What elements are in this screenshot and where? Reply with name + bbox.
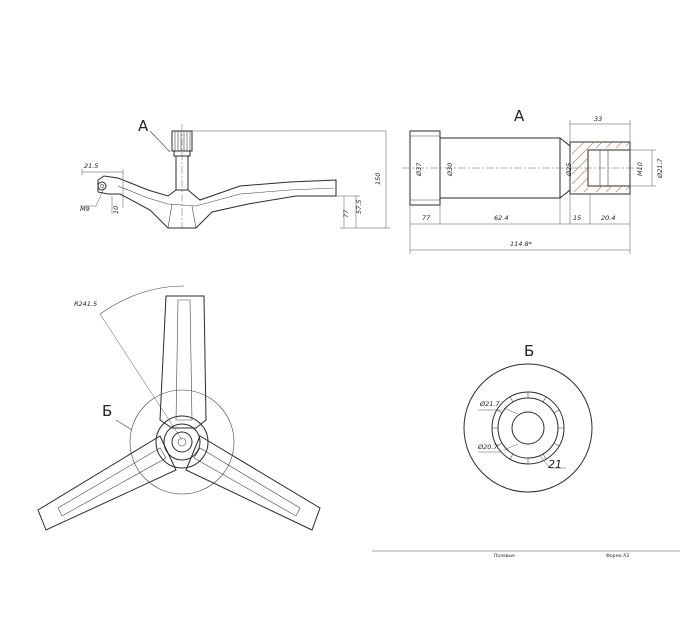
radius-leader (99, 313, 183, 441)
spline-lines (174, 131, 191, 151)
detail-callout-leader (115, 419, 133, 431)
dim-phi217-detail-text: Ø21.7 (479, 400, 500, 408)
dim-77-575-lines (336, 195, 360, 228)
title-block-edge: Полевые Форма А3 (372, 550, 680, 559)
arm-top (159, 295, 207, 429)
arm-inner-edge (117, 185, 335, 207)
detail-title: Б (524, 342, 534, 360)
section-hatch (571, 141, 631, 193)
detail-view: Б Ø21.7 Ø20.7 21 (463, 342, 593, 493)
detail-callout-letter: Б (102, 402, 112, 420)
dim-215-lines (81, 169, 124, 208)
left-bolt-hole (100, 184, 104, 188)
detail-outer-ring (463, 363, 593, 493)
dim-150-lines (192, 130, 390, 229)
dim-phi217-lines (630, 149, 656, 187)
dim-33-text: 33 (594, 115, 602, 123)
hub-edges (167, 203, 197, 229)
radius-arc (99, 285, 185, 315)
count-leader (539, 455, 566, 469)
shaft-view: А 33 Ø37 Ø30 Ø25 М10 Ø21.7 77 62.4 15 20… (402, 107, 664, 254)
hub-outer (155, 415, 209, 469)
dim-phi25-text: Ø25 (565, 163, 573, 177)
dim-15-text: 15 (573, 214, 581, 222)
title-block-left: Полевые (494, 553, 515, 559)
spline-teeth (492, 392, 564, 464)
side-view-letter: А (138, 117, 149, 135)
arm-left (37, 435, 177, 531)
dim-575-text: 57.5 (355, 200, 363, 214)
detail-bore (511, 411, 545, 445)
dim-chain-lines (409, 194, 631, 254)
title-block-right: Форма А3 (606, 553, 629, 559)
arm-outline (97, 175, 337, 229)
dim-phi217-text: Ø21.7 (656, 158, 664, 179)
dim-phi217-detail-lines (478, 407, 519, 415)
detail-callout-circle (129, 389, 235, 495)
top-view: R241.5 Б (37, 285, 321, 531)
dim-phi37-text: Ø37 (415, 162, 423, 177)
dim-33-lines (569, 120, 631, 142)
dim-77-text: 77 (342, 209, 350, 218)
teeth-count-text: 21 (548, 458, 562, 471)
arm-right-rib (193, 447, 301, 517)
spline-outer (491, 391, 565, 465)
dim-phi207-detail-lines (478, 443, 519, 453)
dim-204-text: 20.4 (601, 214, 615, 222)
side-view-leader (149, 130, 171, 153)
radius-text: R241.5 (74, 300, 97, 308)
dim-phi207-detail-text: Ø20.7 (477, 443, 498, 451)
dim-phi30-text: Ø30 (446, 163, 454, 177)
arm-right (185, 435, 321, 531)
dim-215-text: 21.5 (84, 162, 98, 170)
flange-chamfers (410, 135, 440, 201)
spider-arms (37, 295, 321, 531)
dim-624-text: 62.4 (494, 214, 508, 222)
dim-m9-leader (80, 187, 105, 207)
dim-10-text: 10 (112, 206, 120, 214)
dim-150-text: 150 (374, 173, 382, 185)
dim-m9-text: М9 (80, 205, 90, 213)
hub-inner (171, 431, 193, 453)
arm-top-rib (175, 299, 193, 421)
left-bolt-eye (97, 181, 107, 191)
dim-total-text: 114.8* (510, 240, 533, 248)
arm-left-rib (57, 447, 167, 517)
hub-mid (163, 423, 201, 461)
spline-root (497, 397, 559, 459)
hub-bore (177, 437, 187, 447)
dim-77-shaft-text: 77 (422, 214, 431, 222)
side-view: А 21.5 М9 10 150 77 57.5 (80, 117, 390, 229)
dim-m10-text: М10 (636, 162, 644, 176)
shaft-view-letter: А (514, 107, 525, 125)
